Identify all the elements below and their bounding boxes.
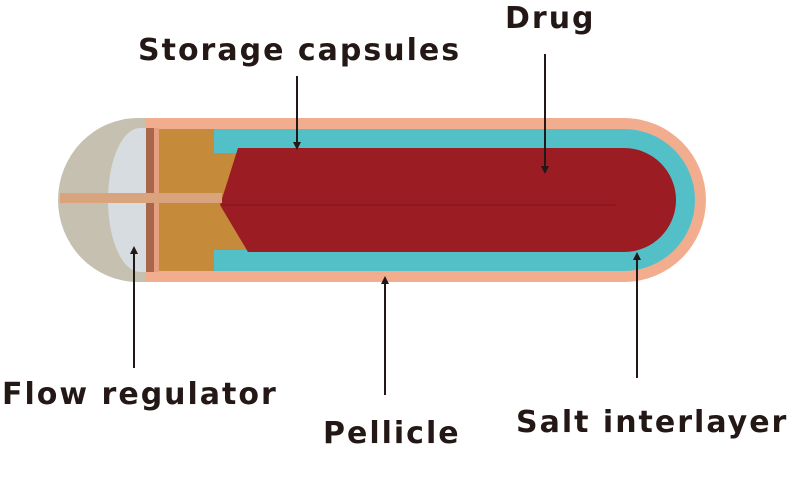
salt-interlayer-label: Salt interlayer (516, 405, 789, 440)
orifice-tube (60, 193, 222, 203)
storage-capsules-label: Storage capsules (138, 33, 462, 68)
drug-label: Drug (505, 1, 596, 36)
pellicle-label: Pellicle (323, 416, 461, 451)
flow-regulator-label: Flow regulator (2, 377, 278, 412)
drug-reservoir (220, 148, 676, 252)
